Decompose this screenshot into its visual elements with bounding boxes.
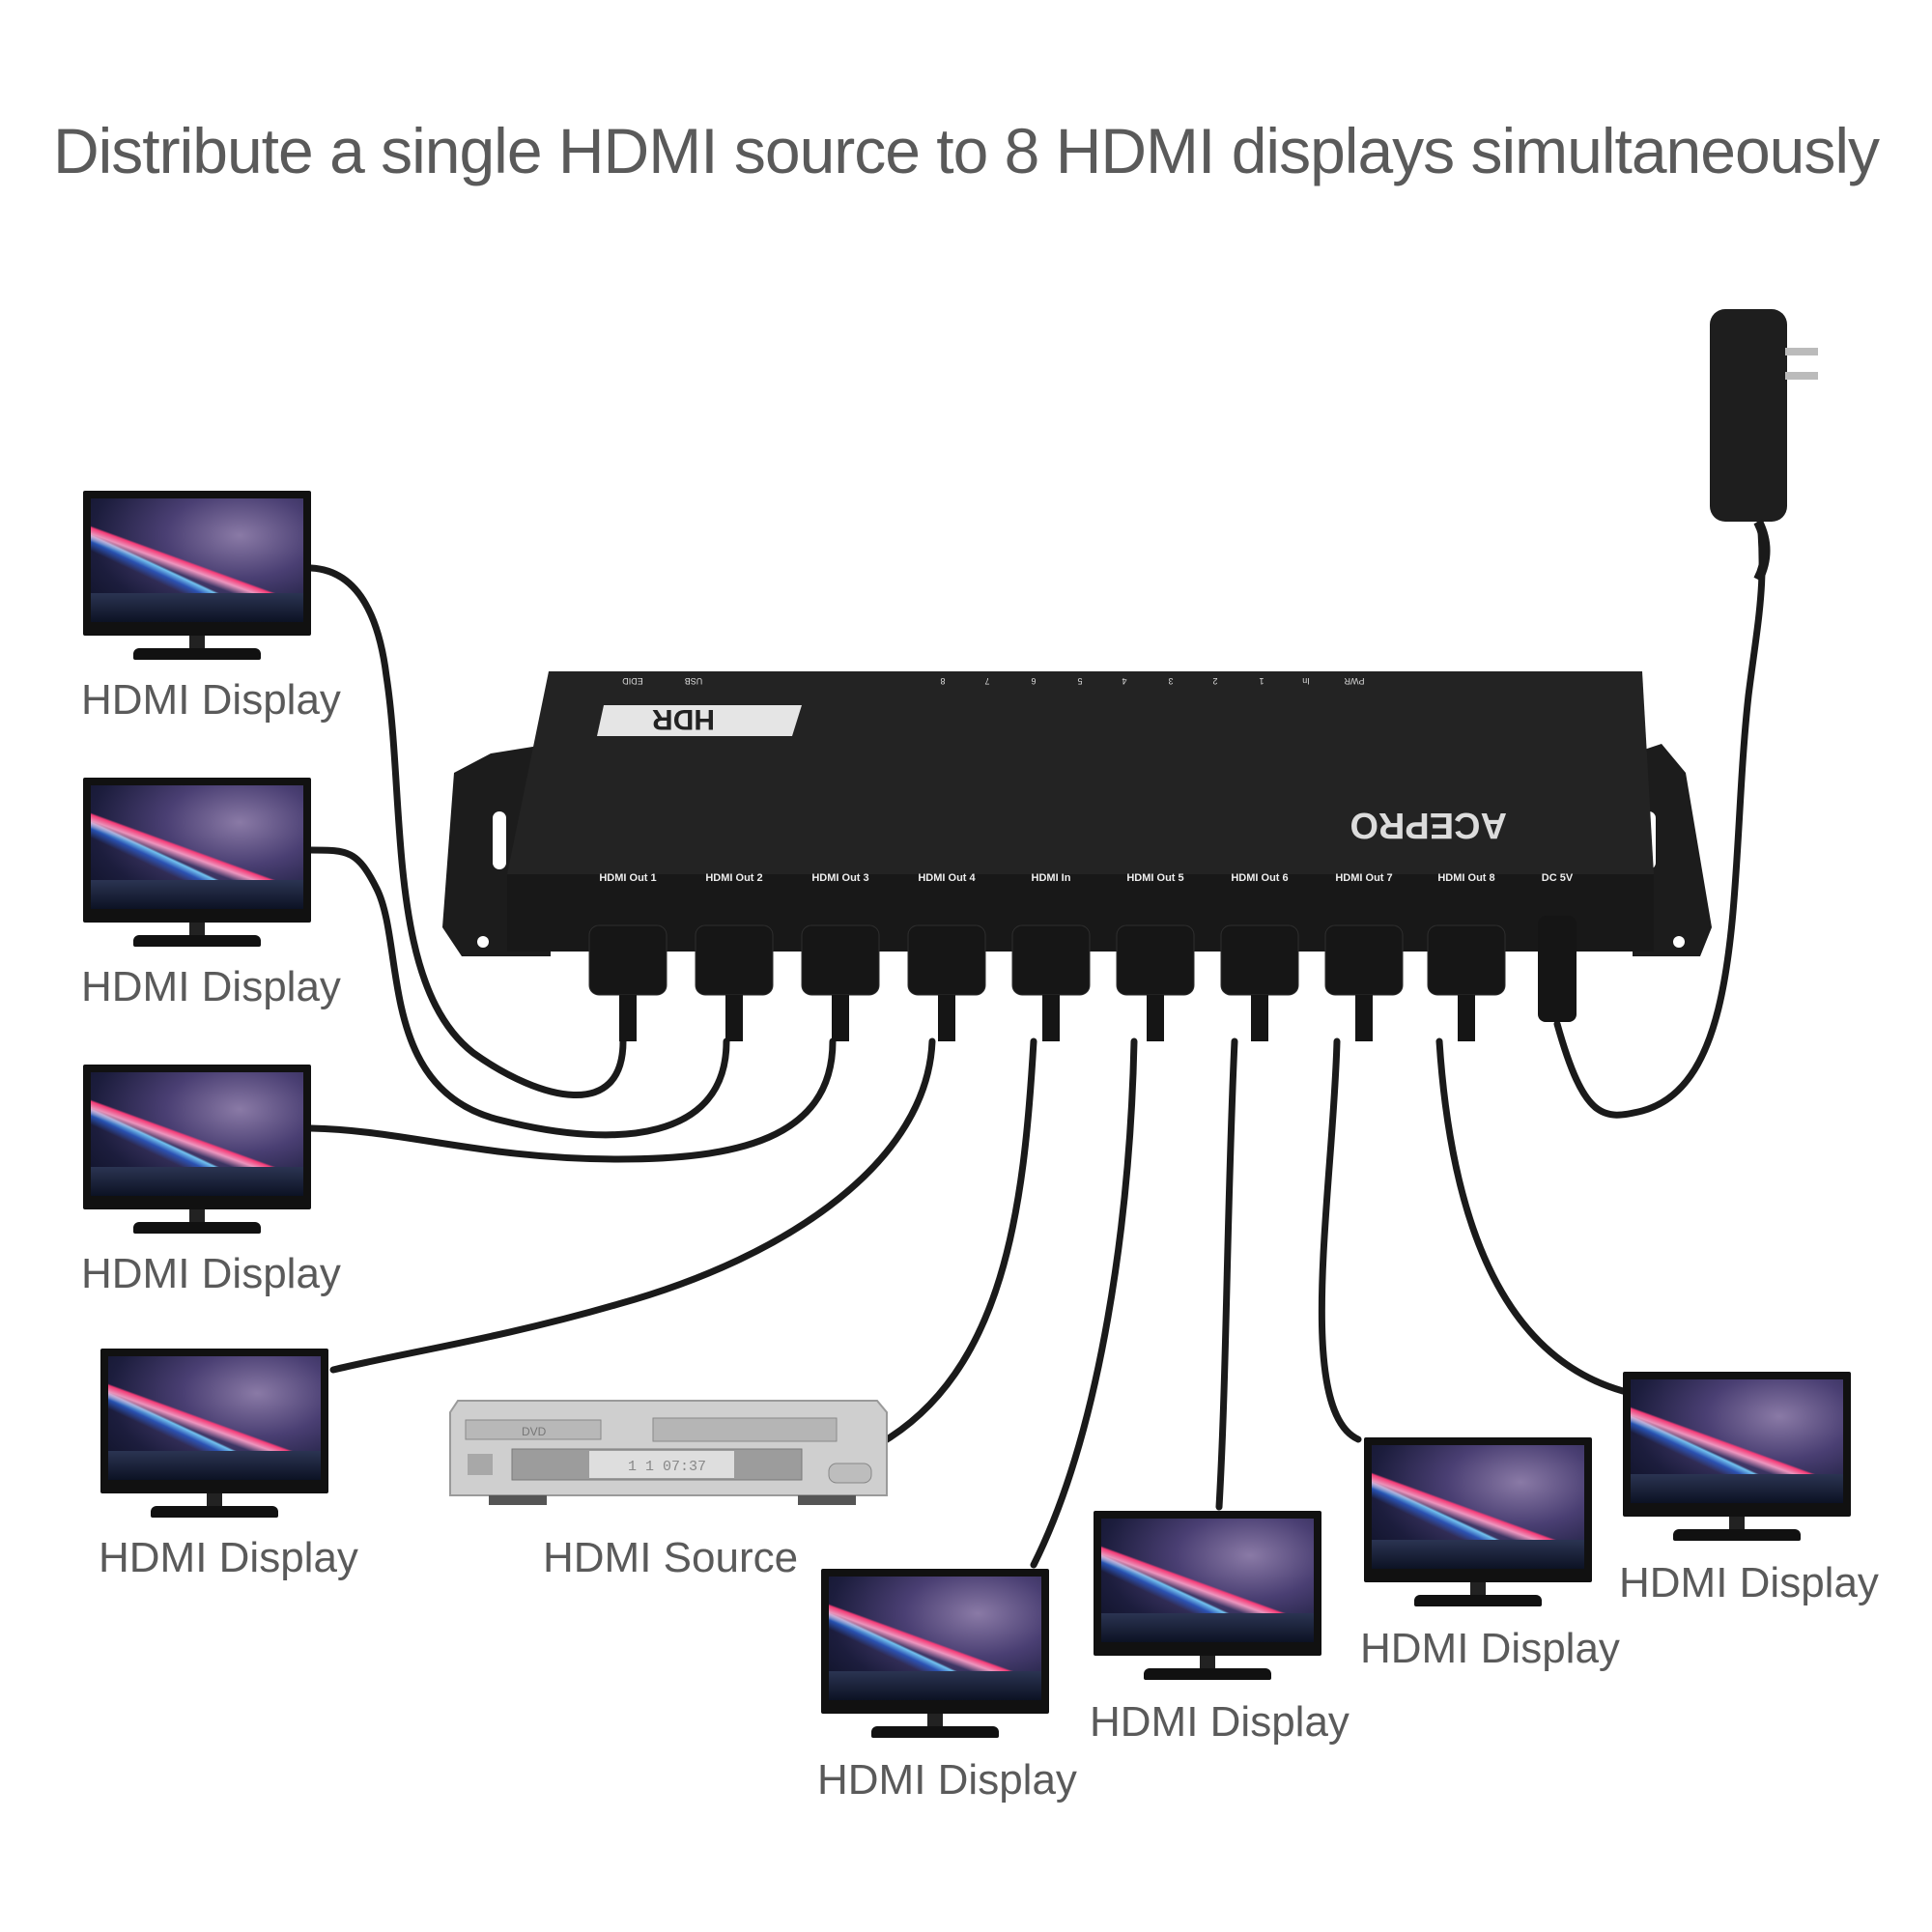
hdmi-plug-6 xyxy=(1116,924,1195,996)
cable-in xyxy=(875,1037,1037,1448)
hdmi-plug-strain-relief-1 xyxy=(619,995,637,1041)
hdmi-connectors xyxy=(588,916,1577,1041)
display-label-7: HDMI Display xyxy=(1360,1625,1620,1672)
top-label-8: 3 xyxy=(1168,676,1173,686)
top-label-11: In xyxy=(1302,676,1310,686)
hdmi-display-8 xyxy=(1623,1372,1851,1546)
display-label-2: HDMI Display xyxy=(81,963,341,1010)
hdmi-plug-9 xyxy=(1427,924,1506,996)
cable-out-2 xyxy=(307,846,730,1139)
cable-power xyxy=(1553,498,1766,1119)
cable-group xyxy=(307,498,1766,1569)
port-labels: HDMI Out 1 HDMI Out 2 HDMI Out 3 HDMI Out 4… xyxy=(599,872,1573,884)
display-label-8: HDMI Display xyxy=(1619,1559,1879,1606)
brand-logo: ACEPRO xyxy=(1350,805,1507,845)
display-label-5: HDMI Display xyxy=(817,1756,1077,1804)
badge-hdr-text: HDR xyxy=(652,703,715,735)
cable-out-7 xyxy=(1318,1037,1362,1443)
port-label-4: HDMI Out 4 xyxy=(918,872,976,884)
hdmi-display-1 xyxy=(83,491,311,665)
port-label-3: HDMI Out 3 xyxy=(811,872,868,884)
dvd-display-text: 1 1 07:37 xyxy=(628,1459,706,1475)
hdmi-plug-strain-relief-7 xyxy=(1251,995,1268,1041)
hdmi-plug-strain-relief-4 xyxy=(938,995,955,1041)
badge-4k-text: 4K xyxy=(738,704,773,734)
cable-out-8 xyxy=(1435,1037,1627,1395)
display-label-4: HDMI Display xyxy=(99,1534,358,1581)
hdmi-plug-strain-relief-8 xyxy=(1355,995,1373,1041)
hdmi-display-7 xyxy=(1364,1437,1592,1611)
port-label-7: HDMI Out 6 xyxy=(1231,872,1288,884)
top-label-1: EDID xyxy=(622,676,643,686)
port-label-9: HDMI Out 8 xyxy=(1437,872,1494,884)
hdmi-plug-1 xyxy=(588,924,668,996)
port-label-2: HDMI Out 2 xyxy=(705,872,762,884)
hdmi-display-5 xyxy=(821,1569,1049,1743)
port-label-1: HDMI Out 1 xyxy=(599,872,656,884)
badge-4k-hdr xyxy=(597,705,802,736)
display-label-1: HDMI Display xyxy=(81,676,341,724)
display-label-6: HDMI Display xyxy=(1090,1698,1350,1746)
top-indicator-labels: EDID USB 8 7 6 5 4 3 2 1 In PWR xyxy=(622,676,1365,686)
top-label-10: 1 xyxy=(1259,676,1264,686)
dvd-player: DVD 1 1 07:37 xyxy=(449,1400,888,1505)
hdmi-plug-7 xyxy=(1220,924,1299,996)
top-label-3: 8 xyxy=(940,676,945,686)
power-adapter xyxy=(1710,309,1818,582)
port-label-10: DC 5V xyxy=(1542,872,1574,884)
top-label-4: 7 xyxy=(984,676,989,686)
top-label-2: USB xyxy=(685,676,703,686)
hdmi-plug-4 xyxy=(907,924,986,996)
top-label-7: 4 xyxy=(1122,676,1126,686)
port-label-5: HDMI In xyxy=(1032,872,1071,884)
page-title: Distribute a single HDMI source to 8 HDM… xyxy=(52,115,1880,186)
top-label-9: 2 xyxy=(1212,676,1217,686)
hdmi-plug-3 xyxy=(801,924,880,996)
hdmi-display-3 xyxy=(83,1065,311,1238)
hdmi-plug-5 xyxy=(1011,924,1091,996)
hdmi-plug-strain-relief-5 xyxy=(1042,995,1060,1041)
top-label-12: PWR xyxy=(1344,676,1364,686)
source-label: HDMI Source xyxy=(543,1534,799,1581)
hdmi-plug-strain-relief-3 xyxy=(832,995,849,1041)
hdmi-plug-strain-relief-9 xyxy=(1458,995,1475,1041)
port-label-6: HDMI Out 5 xyxy=(1126,872,1183,884)
hdmi-display-6 xyxy=(1094,1511,1321,1685)
cable-out-5 xyxy=(1030,1037,1138,1569)
hdmi-plug-8 xyxy=(1324,924,1404,996)
hdmi-plug-strain-relief-6 xyxy=(1147,995,1164,1041)
hdmi-plug-strain-relief-2 xyxy=(725,995,743,1041)
cable-out-1 xyxy=(307,564,627,1098)
port-label-8: HDMI Out 7 xyxy=(1335,872,1392,884)
dvd-logo: DVD xyxy=(522,1425,547,1438)
hdmi-display-4 xyxy=(100,1349,328,1522)
dc-power-plug xyxy=(1538,916,1577,1022)
top-label-6: 5 xyxy=(1077,676,1082,686)
top-label-5: 6 xyxy=(1031,676,1036,686)
hdmi-splitter-hub: HDR 4K ACEPRO EDID USB 8 7 6 5 4 3 2 1 In PWR HDMI … xyxy=(442,671,1712,1041)
hdmi-plug-2 xyxy=(695,924,774,996)
cable-out-4 xyxy=(329,1037,936,1374)
cable-out-3 xyxy=(307,1037,837,1163)
hdmi-display-2 xyxy=(83,778,311,952)
display-label-3: HDMI Display xyxy=(81,1250,341,1297)
cable-out-6 xyxy=(1215,1037,1238,1511)
